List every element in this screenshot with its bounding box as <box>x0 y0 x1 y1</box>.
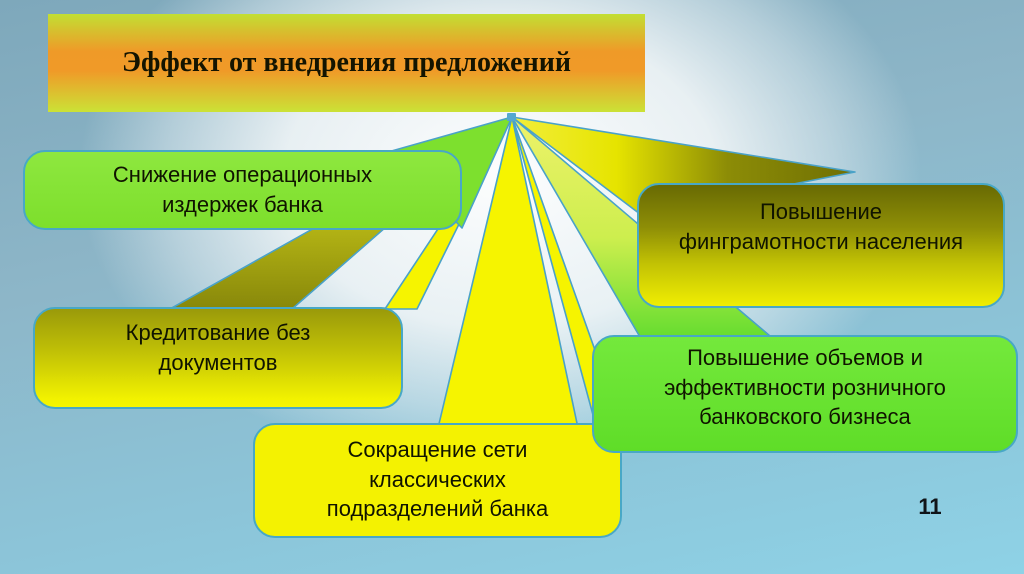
node-label: Кредитование без документов <box>125 320 311 375</box>
node-label: Повышение финграмотности населения <box>678 199 964 254</box>
node-label: Повышение объемов и эффективности рознич… <box>664 345 946 430</box>
rays-apex-dot <box>507 113 516 121</box>
node-label: Сокращение сети классических подразделен… <box>326 437 549 522</box>
page-number: 11 <box>918 494 942 519</box>
slide-title: Эффект от внедрения предложений <box>121 47 572 78</box>
node-retail-banking-growth: Повышение объемов и эффективности рознич… <box>592 335 1018 453</box>
node-financial-literacy: Повышение финграмотности населения <box>637 183 1005 308</box>
slide-title-box: Эффект от внедрения предложений <box>48 14 645 112</box>
node-branch-network-reduction: Сокращение сети классических подразделен… <box>253 423 622 538</box>
node-no-docs-lending: Кредитование без документов <box>33 307 403 409</box>
node-operational-costs: Снижение операционных издержек банка <box>23 150 462 230</box>
node-label: Снижение операционных издержек банка <box>112 162 373 217</box>
